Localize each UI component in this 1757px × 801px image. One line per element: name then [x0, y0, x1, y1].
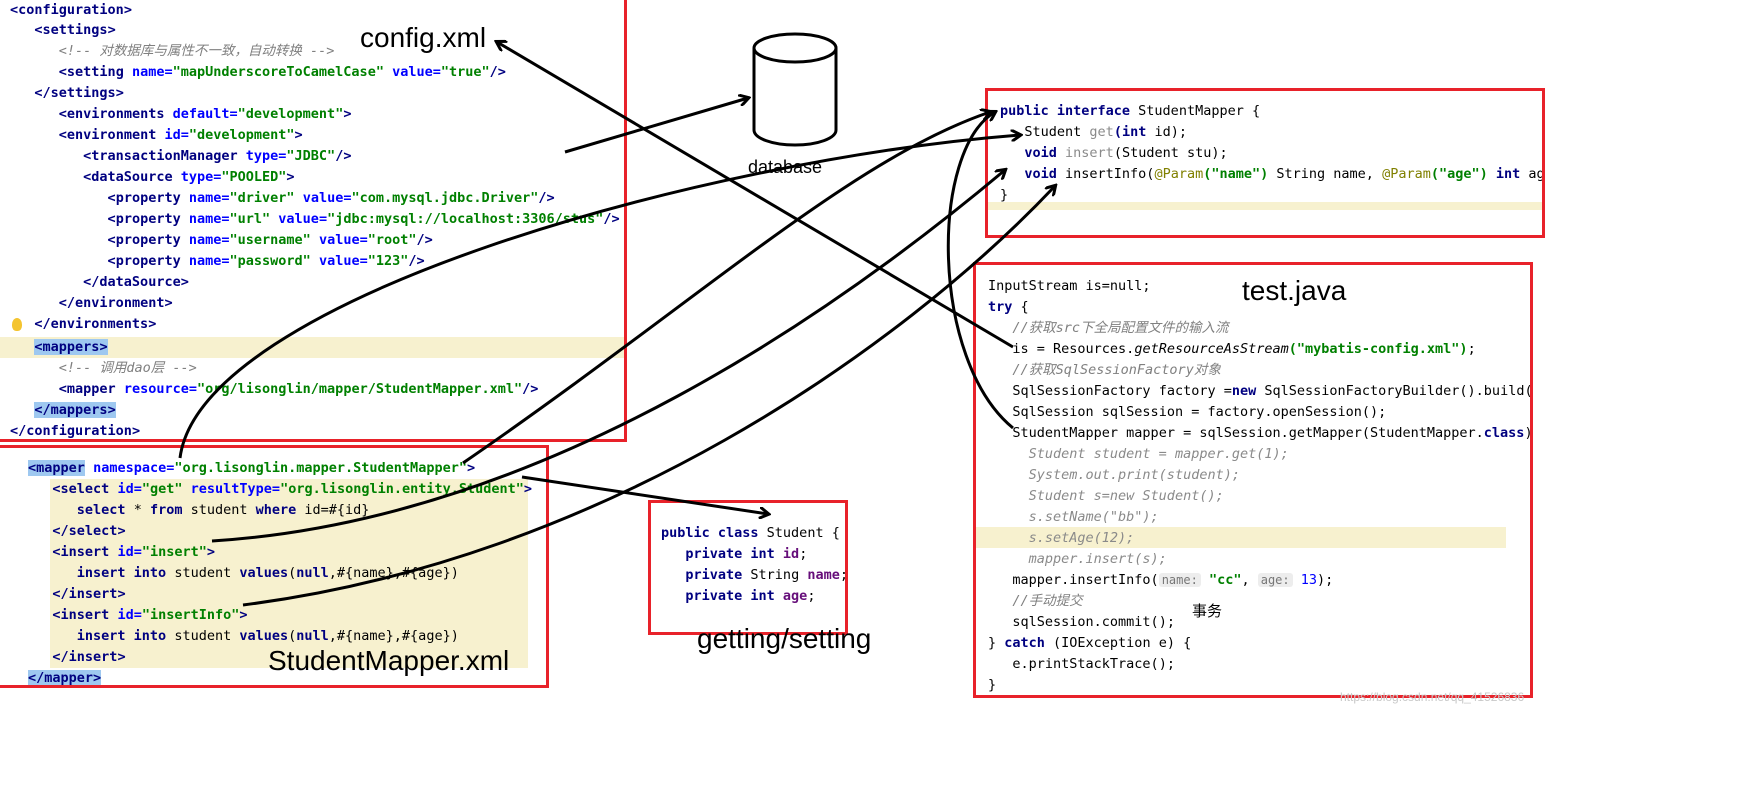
arrow-insertinfo-to-interface	[242, 186, 1055, 607]
transaction-label: 事务	[1192, 603, 1223, 620]
code-line: <insert id="insertInfo">	[52, 607, 248, 623]
code-line: <mapper resource="org/lisonglin/mapper/S…	[58, 381, 539, 397]
code-line: <mappers>	[34, 339, 108, 355]
code-line: </insert>	[52, 586, 126, 602]
code-line: <property name="driver" value="com.mysql…	[107, 190, 555, 206]
code-line: <settings>	[34, 22, 116, 38]
arrow-namespace-to-interface-top	[462, 112, 990, 465]
highlighted-line	[50, 626, 528, 647]
code-line: //获取src下全局配置文件的输入流	[1012, 320, 1229, 336]
highlighted-line	[50, 647, 528, 668]
code-line: </configuration>	[10, 423, 141, 439]
code-line: </select>	[52, 523, 126, 539]
code-line: Student get(int id);	[1024, 124, 1187, 140]
code-line: System.out.print(student);	[1028, 467, 1240, 483]
code-line: </environments>	[34, 316, 157, 332]
test-java-label: test.java	[1242, 275, 1347, 306]
code-line: <property name="url" value="jdbc:mysql:/…	[107, 211, 620, 227]
code-line: mapper.insert(s);	[1028, 551, 1167, 567]
code-line: private int age;	[685, 588, 816, 604]
config-xml-panel: <configuration> <settings> <!-- 对数据库与属性不…	[0, 0, 627, 442]
student-class-panel: public class Student { private int id; p…	[648, 500, 848, 635]
code-line: </insert>	[52, 649, 126, 665]
code-line: public interface StudentMapper {	[1000, 103, 1261, 119]
student-mapper-xml-panel: <mapper namespace="org.lisonglin.mapper.…	[0, 445, 549, 688]
code-line: try {	[988, 299, 1029, 315]
code-line: <insert id="insert">	[52, 544, 216, 560]
code-line: <transactionManager type="JDBC"/>	[83, 148, 352, 164]
code-line: </settings>	[34, 85, 124, 101]
getting-setting-label: getting/setting	[697, 623, 872, 654]
highlighted-line	[50, 479, 528, 500]
code-line: //手动提交	[1012, 593, 1083, 609]
code-line: SqlSessionFactory factory =new SqlSessio…	[1012, 383, 1533, 399]
code-line: <configuration>	[10, 2, 132, 18]
code-line: StudentMapper mapper = sqlSession.getMap…	[1012, 425, 1533, 441]
highlighted-line	[50, 563, 528, 584]
code-line: <setting name="mapUnderscoreToCamelCase"…	[58, 64, 506, 80]
code-line: select * from student where id=#{id}	[76, 502, 370, 518]
highlighted-line	[988, 202, 1542, 210]
arrow-getmapper-to-interface	[946, 112, 1014, 430]
code-line: InputStream is=null;	[988, 278, 1151, 294]
code-line: }	[1000, 187, 1009, 203]
code-line: <mapper namespace="org.lisonglin.mapper.…	[28, 460, 476, 476]
code-line: sqlSession.commit();	[1012, 614, 1175, 630]
code-line: insert into student values(null,#{name},…	[76, 628, 459, 644]
arrow-insert-to-interface	[211, 170, 1005, 543]
arrow-resulttype-to-student	[521, 475, 768, 514]
highlighted-line	[50, 584, 528, 605]
lightbulb-icon	[12, 318, 22, 331]
code-line: <property name="username" value="root"/>	[107, 232, 433, 248]
config-xml-label: config.xml	[360, 22, 487, 53]
arrow-config-to-database	[564, 98, 748, 154]
code-line: </dataSource>	[83, 274, 189, 290]
highlighted-line	[50, 605, 528, 626]
code-line: <select id="get" resultType="org.lisongl…	[52, 481, 533, 497]
student-mapper-interface-panel: public interface StudentMapper { Student…	[985, 88, 1545, 238]
code-line: Student student = mapper.get(1);	[1028, 446, 1289, 462]
code-line: mapper.insertInfo(name: "cc", age: 13);	[1012, 572, 1334, 588]
code-line: private int id;	[685, 546, 808, 562]
code-line: s.setName("bb");	[1028, 509, 1159, 525]
code-line: s.setAge(12);	[1028, 530, 1135, 546]
code-line: }	[988, 677, 997, 693]
code-line: <!-- 调用dao层 -->	[58, 360, 197, 376]
database-label: database	[748, 157, 823, 177]
highlighted-line	[976, 527, 1506, 548]
code-line: </mapper>	[28, 670, 102, 686]
watermark: https://blog.csdn.net/qq_41526836	[1340, 690, 1525, 704]
code-line: <!-- 对数据库与属性不一致，自动转换 -->	[58, 43, 335, 59]
highlighted-line	[50, 542, 528, 563]
code-line: //获取SqlSessionFactory对象	[1012, 362, 1221, 378]
code-line: Student s=new Student();	[1028, 488, 1224, 504]
student-mapper-xml-label: StudentMapper.xml	[268, 645, 510, 676]
code-line: <environments default="development">	[58, 106, 352, 122]
database-icon	[752, 32, 838, 147]
code-line: <property name="password" value="123"/>	[107, 253, 425, 269]
test-java-panel: InputStream is=null; try { //获取src下全局配置文…	[973, 262, 1533, 698]
code-line: </environment>	[58, 295, 173, 311]
arrow-namespace-to-interface	[178, 135, 1020, 459]
code-line: public class Student {	[661, 525, 840, 541]
code-line: } catch (IOException e) {	[988, 635, 1192, 651]
code-line: insert into student values(null,#{name},…	[76, 565, 459, 581]
highlighted-line	[50, 500, 528, 521]
code-line: <dataSource type="POOLED">	[83, 169, 295, 185]
code-line: </mappers>	[34, 402, 116, 418]
code-line: private String name;	[685, 567, 848, 583]
code-line: is = Resources.getResourceAsStream("myba…	[1012, 341, 1476, 357]
highlighted-line	[0, 337, 624, 358]
code-line: void insert(Student stu);	[1024, 145, 1228, 161]
arrow-is-to-config	[497, 42, 1014, 349]
code-line: SqlSession sqlSession = factory.openSess…	[1012, 404, 1387, 420]
code-line: void insertInfo(@Param("name") String na…	[1024, 166, 1545, 182]
code-line: e.printStackTrace();	[1012, 656, 1175, 672]
code-line: <environment id="development">	[58, 127, 303, 143]
